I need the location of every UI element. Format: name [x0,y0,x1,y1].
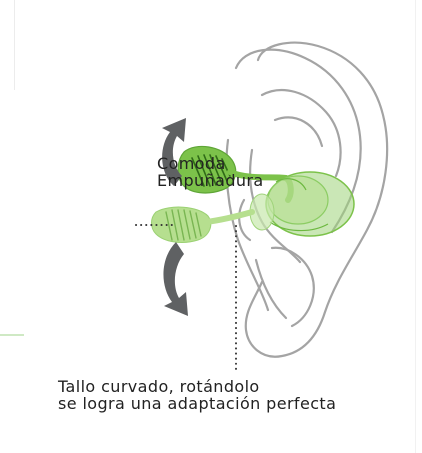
stem-label-line2: se logra una adaptación perfecta [58,395,336,412]
stem-label-line1: Tallo curvado, rotándolo [58,378,336,395]
grip-label-line2: Empuñadura [157,172,264,189]
curved-arrow-down-icon [163,242,188,316]
grip-label: Comoda Empuñadura [157,155,264,189]
grip-label-line1: Comoda [157,155,264,172]
stem-label: Tallo curvado, rotándolo se logra una ad… [58,378,336,412]
ear-tip [250,172,354,236]
